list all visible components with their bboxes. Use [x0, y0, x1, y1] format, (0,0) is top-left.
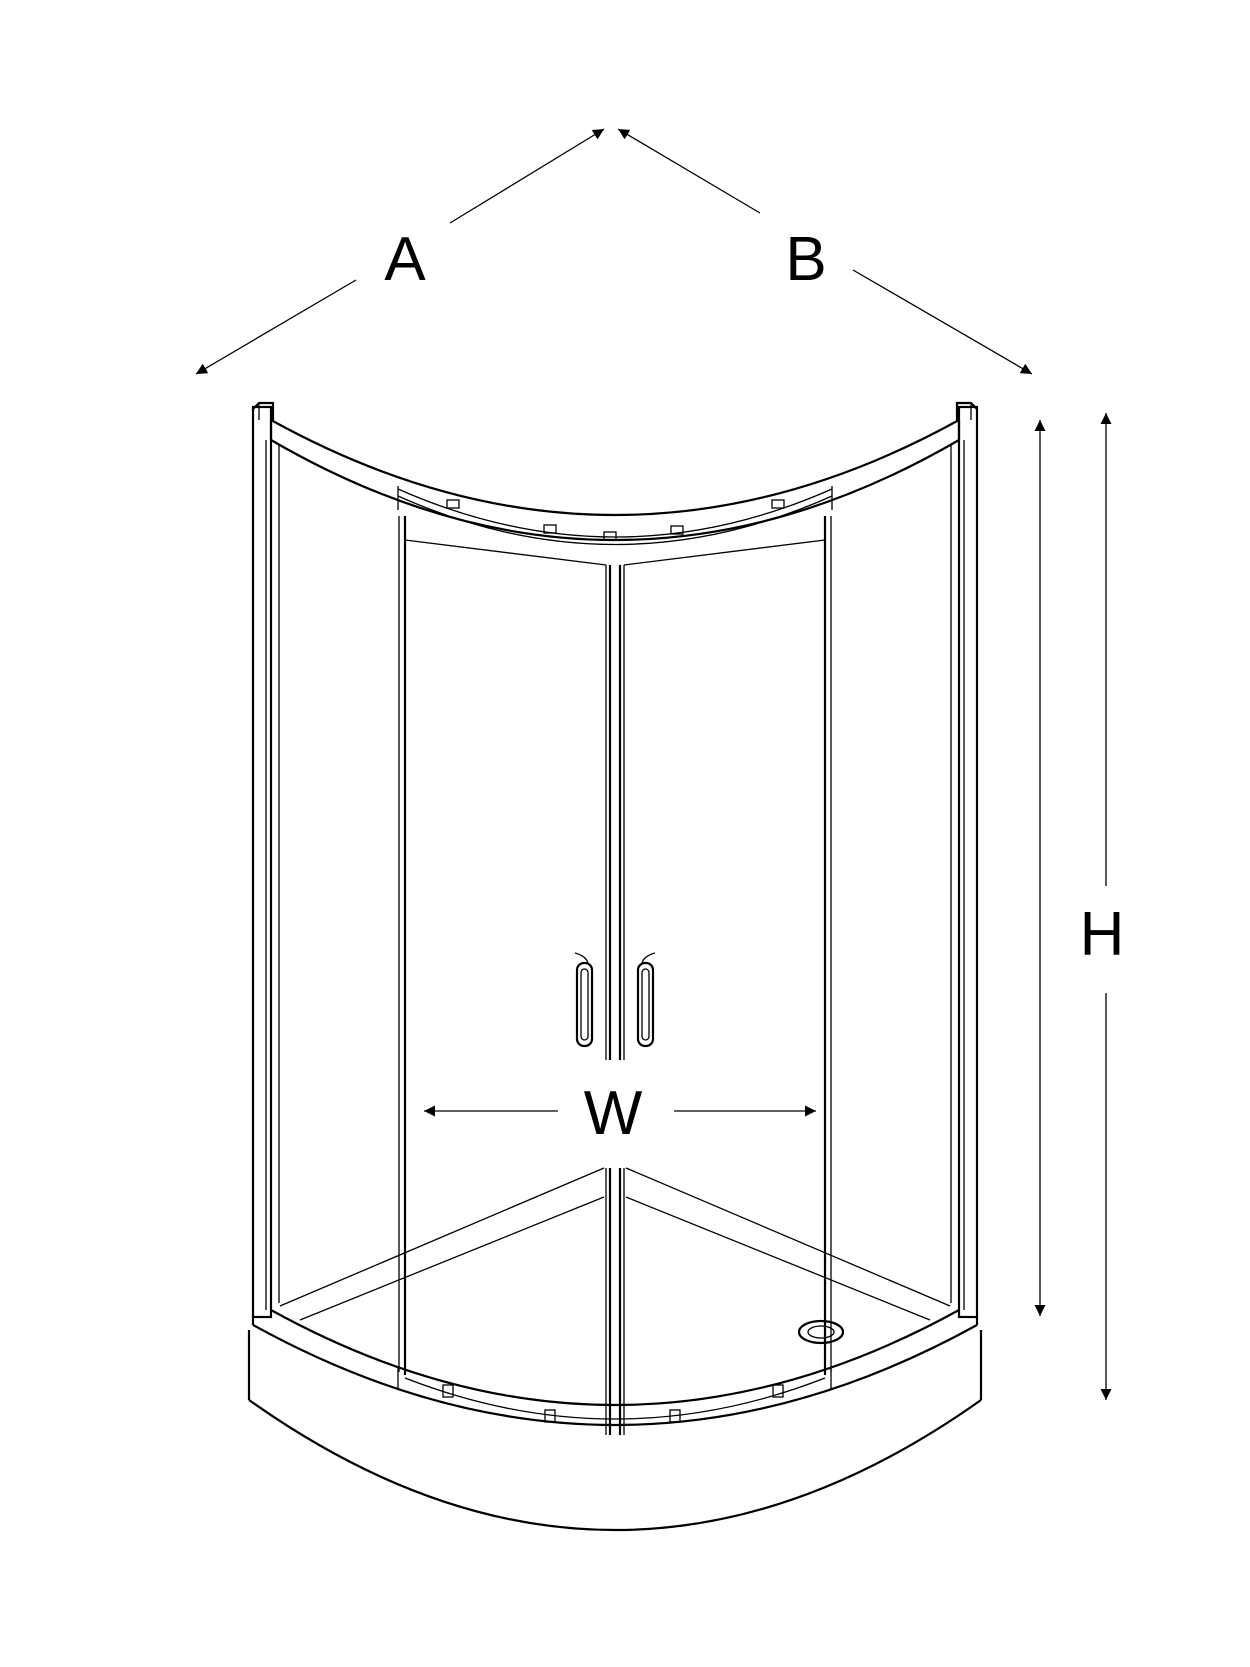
dimension-b: B	[617, 128, 1033, 375]
drain-icon	[797, 1319, 845, 1345]
right-door-handle	[636, 952, 656, 1048]
right-fixed-panel	[823, 444, 952, 1375]
top-frame	[269, 419, 961, 546]
dimension-b-label: B	[785, 225, 826, 294]
shower-tray	[247, 1167, 983, 1532]
left-post	[251, 401, 275, 1319]
sliding-doors	[404, 539, 826, 1435]
dimension-w-label: W	[584, 1079, 643, 1148]
left-door-handle	[574, 952, 594, 1048]
dimension-h-label: H	[1080, 900, 1125, 969]
right-post	[955, 401, 979, 1319]
dimension-a-label: A	[384, 225, 426, 294]
dimension-h: H	[1034, 413, 1125, 1400]
dimension-w: W	[424, 1079, 816, 1148]
left-fixed-panel	[278, 444, 407, 1375]
dimension-a: A	[195, 128, 605, 375]
